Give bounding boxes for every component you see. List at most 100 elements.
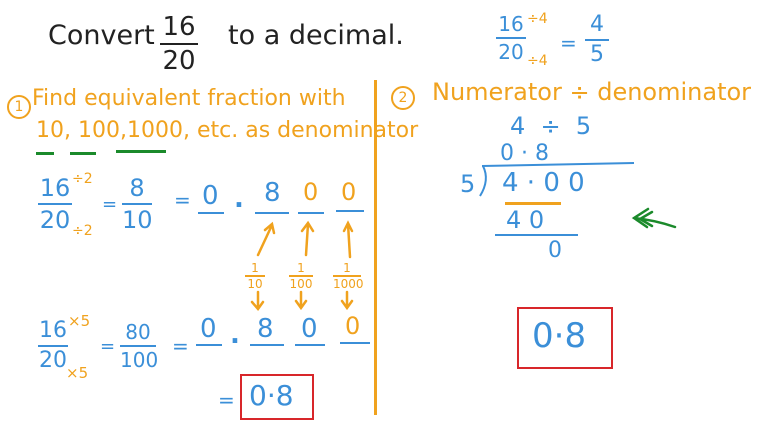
step-2-badge: 2 [391,86,415,110]
simplify-op-bottom: ÷4 [527,53,548,69]
digit-slot [250,344,284,346]
digit-slot [196,344,222,346]
denominator: 20 [39,206,71,234]
row2-digit-tenths: 8 [257,314,274,344]
arrow-up-icon [300,220,315,257]
denominator-10: 10 [36,118,64,143]
numerator: 16 [39,174,71,202]
arrow-down-icon [294,290,308,311]
denominator: 100 [120,348,159,372]
simplify-op-top: ÷4 [527,11,548,27]
subtract-value: 4 0 [506,206,545,234]
row1-fraction: 16 20 [38,176,72,232]
fraction-bar [585,39,609,41]
row1-op-bottom: ÷2 [72,223,93,239]
answer-box-1: 0·8 [240,374,314,420]
fraction-bar [496,37,526,39]
heading-tail: , etc. as denominator [183,118,419,143]
denominator: 10 [247,277,263,291]
numerator: 1 [251,261,259,275]
divisor: 5 [460,170,476,198]
remainder: 0 [548,238,562,263]
fraction-bar [160,43,198,45]
quotient: 0 · 8 [500,141,549,166]
fraction-bar [122,203,152,205]
denominator: 10 [122,206,153,234]
fraction-bar [289,275,313,277]
numerator: 8 [129,174,145,202]
fraction-bar [120,345,156,347]
comma: , [64,118,71,143]
division-bar [481,162,635,167]
row2-digit-thousandths: 0 [345,312,361,340]
row2-eq2: = [172,334,189,358]
row2-digit-hundredths: 0 [301,314,318,344]
numerator: 16 [39,318,67,343]
orange-underline [505,202,561,205]
method2-heading: Numerator ÷ denominator [432,78,752,106]
fraction-bar [245,275,265,277]
answer-equals: = [218,388,235,412]
numerator: 80 [125,320,151,344]
division-bracket [479,165,487,197]
answer-value: 0·8 [532,316,587,356]
row1-eq-fraction: 8 10 [122,174,153,234]
row2-digit-units: 0 [200,314,217,344]
numerator: 1 [343,261,351,275]
arrow-up-icon [342,220,354,259]
green-underline [36,152,54,155]
section-divider [374,80,377,415]
denominator-1000: 1000 [127,118,183,143]
row2-eq1: = [100,336,116,357]
title-denominator: 20 [162,46,196,76]
row1-op-top: ÷2 [72,171,93,187]
simplify-denominator: 20 [498,40,524,64]
row2-eq-fraction: 80 100 [120,320,159,372]
fraction-bar [38,203,72,205]
fraction-bar [38,345,68,347]
digit-slot [298,212,324,214]
denominator: 100 [289,277,313,291]
result-denominator: 5 [590,42,604,67]
row2-op-top: ×5 [68,312,91,330]
answer-value: 0·8 [249,379,294,412]
row1-eq1: = [102,194,118,215]
title-suffix: to a decimal. [228,20,404,51]
green-underline [70,152,96,155]
answer-box-2: 0·8 [517,307,613,369]
step-1-badge: 1 [7,95,31,119]
denominator: 1000 [333,277,364,291]
digit-slot [336,210,364,212]
division-expression: 4 ÷ 5 [510,112,592,140]
simplify-numerator: 16 [498,12,524,36]
arrow-up-icon [256,221,276,257]
title-fraction: 16 20 [160,14,198,74]
row1-digit-thousandths: 0 [341,178,357,206]
row1-digit-units: 0 [202,181,219,211]
title-numerator: 16 [162,12,196,42]
simplify-equals: = [560,31,577,55]
arrow-left-icon [631,207,677,229]
digit-slot [295,344,325,346]
result-numerator: 4 [590,12,604,37]
digit-slot [255,212,289,214]
denominator-100: 100 [78,118,120,143]
comma: , [120,118,127,143]
row1-digit-hundredths: 0 [303,178,319,206]
method1-heading-line2: 10, 100,1000, etc. as denominator [36,120,418,142]
row2-op-bottom: ×5 [66,364,89,382]
green-underline [116,150,166,153]
row2-fraction: 16 20 [38,320,68,372]
row2-decimal-point: . [230,320,240,350]
title-prefix: Convert [48,20,155,51]
digit-slot [198,212,224,214]
arrow-down-icon [250,290,265,312]
digit-slot [340,342,370,344]
fraction-bar [333,275,361,277]
place-label-thousandths: 1 1000 [333,261,364,291]
numerator: 1 [297,261,305,275]
row1-digit-tenths: 8 [264,178,281,208]
